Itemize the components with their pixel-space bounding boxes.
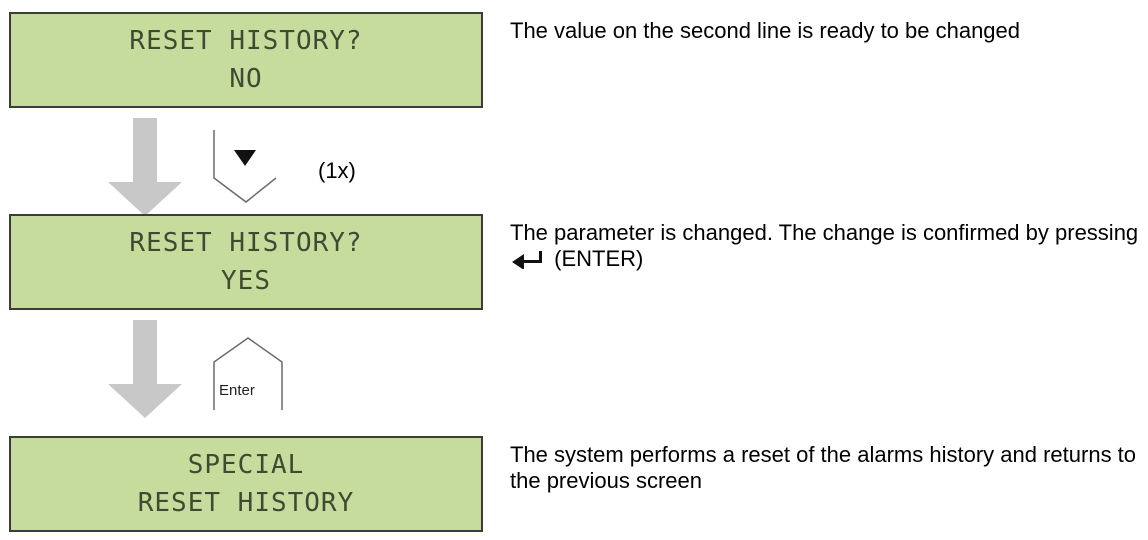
lcd-display-step3: SPECIAL RESET HISTORY [9,436,483,532]
down-arrow-key-icon [213,130,277,203]
lcd-display-step1: RESET HISTORY? NO [9,12,483,108]
step2-description-text: The parameter is changed. The change is … [510,220,1139,245]
enter-key-icon: Enter [210,324,290,414]
lcd-line2: NO [229,64,263,94]
down-arrow-icon [108,118,182,216]
lcd-line2: YES [221,266,271,296]
step2-description-enter: (ENTER) [554,246,644,271]
step2-description: The parameter is changed. The change is … [510,220,1140,272]
down-arrow-icon [108,320,182,418]
lcd-line1: RESET HISTORY? [129,26,363,56]
lcd-line1: RESET HISTORY? [129,228,363,258]
enter-arrow-icon [512,251,542,270]
step1-description: The value on the second line is ready to… [510,18,1021,43]
step3-description: The system performs a reset of the alarm… [510,442,1137,493]
lcd-line2: RESET HISTORY [137,488,355,518]
press-count: (1x) [318,158,356,183]
enter-key-outline [213,337,283,410]
lcd-line1: SPECIAL [187,450,305,480]
enter-key-label: Enter [219,382,255,399]
lcd-display-step2: RESET HISTORY? YES [9,214,483,310]
